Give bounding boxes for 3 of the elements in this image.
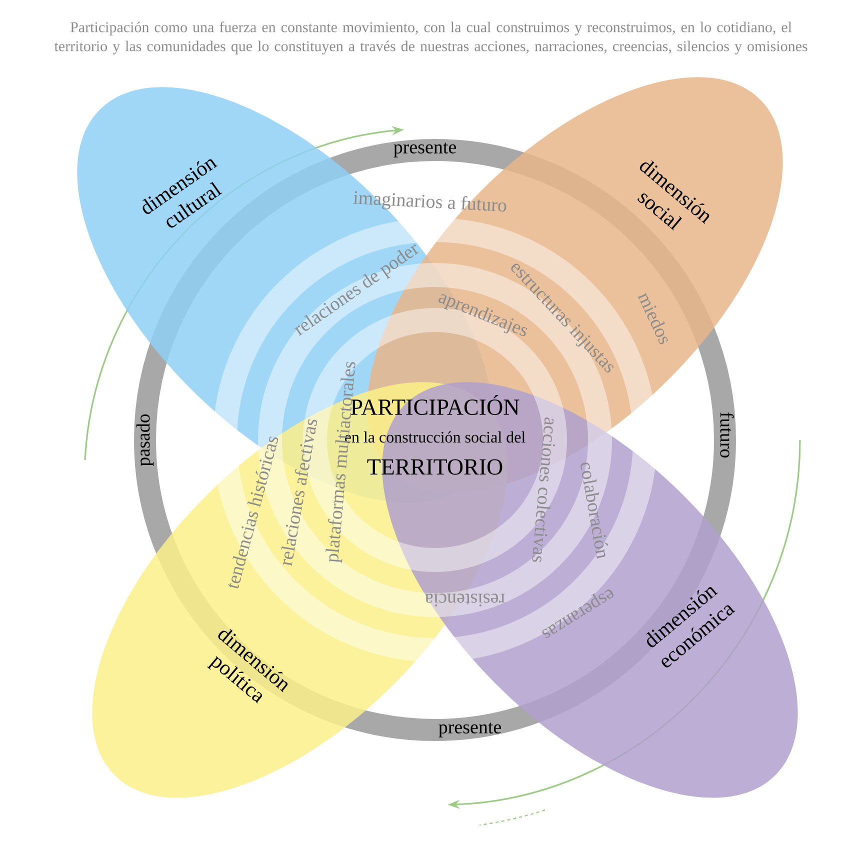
arc-text: resistencia — [425, 594, 505, 606]
arc-text: miedos — [638, 292, 668, 344]
circle-text: Participación como una fuerza en constante movimiento, con la cual construimos y reconstruimos, en lo cotidiano, el territorio y las comunidades que lo constituyen a través de nuestras acciones, narraciones, creencias, silencios y omisiones — [54, 22, 808, 54]
